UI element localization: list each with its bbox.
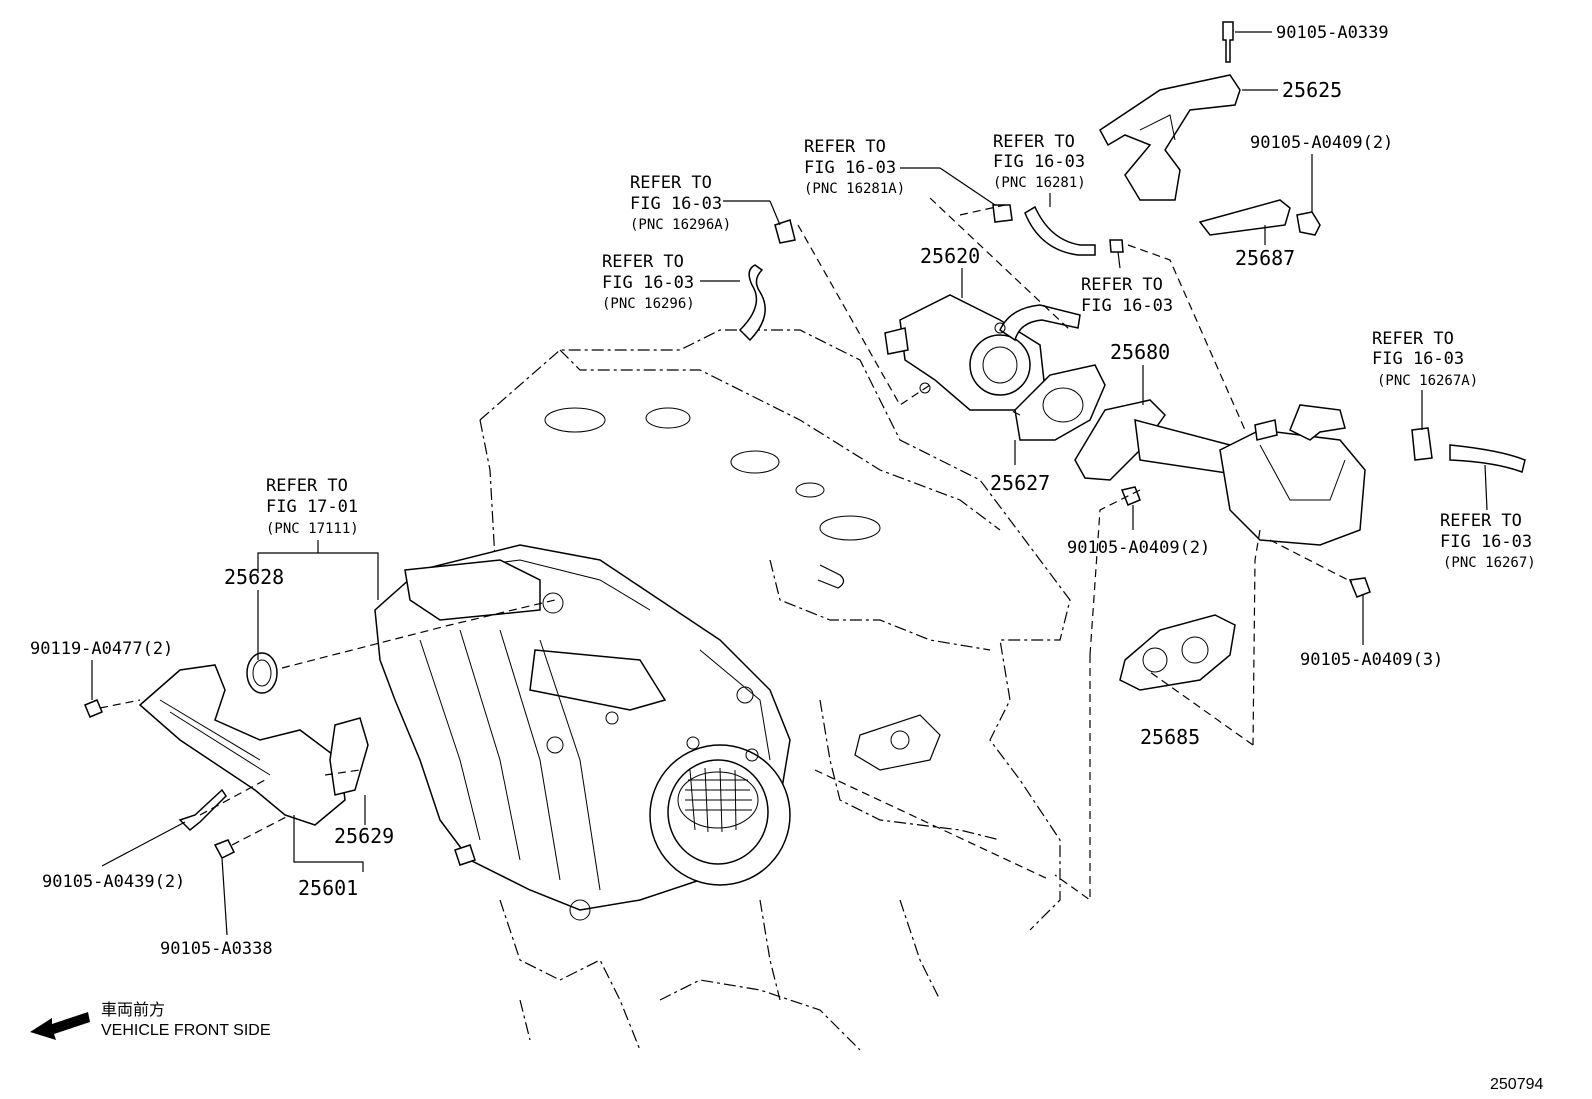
svg-text:FIG 16-03: FIG 16-03 (602, 273, 694, 293)
sensor-assembly-25601 (138, 652, 369, 826)
label-90105-A0409-2-top: 90105-A0409(2) (1250, 133, 1393, 153)
label-25620: 25620 (920, 244, 980, 268)
vehicle-front-indicator: 車両前方 VEHICLE FRONT SIDE (30, 1001, 271, 1040)
svg-text:REFER TO: REFER TO (1440, 511, 1522, 531)
svg-text:(PNC 16281): (PNC 16281) (993, 175, 1086, 191)
front-label-jp: 車両前方 (101, 1001, 165, 1019)
refer-fig-16-03: REFER TO FIG 16-03 (1081, 275, 1173, 316)
egr-pipe-25680 (1074, 399, 1242, 481)
svg-text:REFER TO: REFER TO (1372, 329, 1454, 349)
label-90105-A0338: 90105-A0338 (160, 939, 273, 959)
gasket-25627 (1014, 364, 1106, 441)
hoses (738, 204, 1526, 473)
label-25629: 25629 (334, 824, 394, 848)
refer-16296a: REFER TO FIG 16-03 (PNC 16296A) (630, 173, 731, 233)
plate-25687 (1198, 199, 1291, 236)
svg-text:FIG 17-01: FIG 17-01 (266, 497, 358, 517)
label-25680: 25680 (1110, 340, 1170, 364)
front-arrow-icon (30, 1012, 90, 1040)
label-25601: 25601 (298, 876, 358, 900)
label-25628: 25628 (224, 565, 284, 589)
egr-cooler-valve (1219, 404, 1366, 546)
label-25625: 25625 (1282, 78, 1342, 102)
bolts (84, 21, 1371, 859)
label-25627: 25627 (990, 471, 1050, 495)
svg-text:FIG 16-03: FIG 16-03 (630, 194, 722, 214)
svg-text:(PNC 16267A): (PNC 16267A) (1377, 373, 1478, 389)
svg-text:(PNC 16267): (PNC 16267) (1443, 555, 1536, 571)
bracket-25625 (1099, 74, 1241, 201)
part-labels: 90105-A0339 25625 90105-A0409(2) 25687 2… (30, 23, 1443, 959)
svg-text:REFER TO: REFER TO (266, 476, 348, 496)
label-25685: 25685 (1140, 725, 1200, 749)
svg-text:(PNC 16281A): (PNC 16281A) (804, 181, 905, 197)
svg-text:(PNC 16296A): (PNC 16296A) (630, 217, 731, 233)
svg-text:(PNC 16296): (PNC 16296) (602, 296, 695, 312)
intake-manifold (374, 544, 791, 921)
refer-16281: REFER TO FIG 16-03 (PNC 16281) (993, 132, 1086, 191)
leader-lines (91, 31, 1488, 936)
refer-16281a: REFER TO FIG 16-03 (PNC 16281A) (804, 137, 905, 197)
front-label-en: VEHICLE FRONT SIDE (101, 1022, 271, 1039)
svg-text:FIG 16-03: FIG 16-03 (993, 152, 1085, 172)
refer-17111: REFER TO FIG 17-01 (PNC 17111) (266, 476, 359, 537)
refer-16267: REFER TO FIG 16-03 (PNC 16267) (1440, 511, 1536, 571)
label-90119-A0477-2: 90119-A0477(2) (30, 639, 173, 659)
label-25687: 25687 (1235, 246, 1295, 270)
label-90105-A0339: 90105-A0339 (1276, 23, 1389, 43)
svg-text:REFER TO: REFER TO (602, 252, 684, 272)
svg-text:REFER TO: REFER TO (1081, 275, 1163, 295)
egr-valve-25620 (884, 294, 1081, 411)
svg-text:REFER TO: REFER TO (804, 137, 886, 157)
svg-text:(PNC 17111): (PNC 17111) (266, 521, 359, 537)
dashed-connectors (99, 197, 1353, 902)
svg-text:FIG 16-03: FIG 16-03 (1372, 349, 1464, 369)
gasket-25685 (1119, 614, 1236, 691)
label-90105-A0439-2: 90105-A0439(2) (42, 872, 185, 892)
refer-labels: REFER TO FIG 16-03 (PNC 16296A) REFER TO… (266, 132, 1536, 571)
svg-text:FIG 16-03: FIG 16-03 (804, 158, 896, 178)
svg-text:FIG 16-03: FIG 16-03 (1081, 296, 1173, 316)
refer-16296: REFER TO FIG 16-03 (PNC 16296) (602, 252, 695, 312)
figure-id: 250794 (1490, 1076, 1543, 1093)
svg-text:FIG 16-03: FIG 16-03 (1440, 532, 1532, 552)
svg-text:REFER TO: REFER TO (630, 173, 712, 193)
label-90105-A0409-3: 90105-A0409(3) (1300, 650, 1443, 670)
label-90105-A0409-2-mid: 90105-A0409(2) (1067, 538, 1210, 558)
svg-text:REFER TO: REFER TO (993, 132, 1075, 152)
refer-16267a: REFER TO FIG 16-03 (PNC 16267A) (1372, 329, 1478, 389)
engine-block-outline (479, 329, 1071, 1051)
